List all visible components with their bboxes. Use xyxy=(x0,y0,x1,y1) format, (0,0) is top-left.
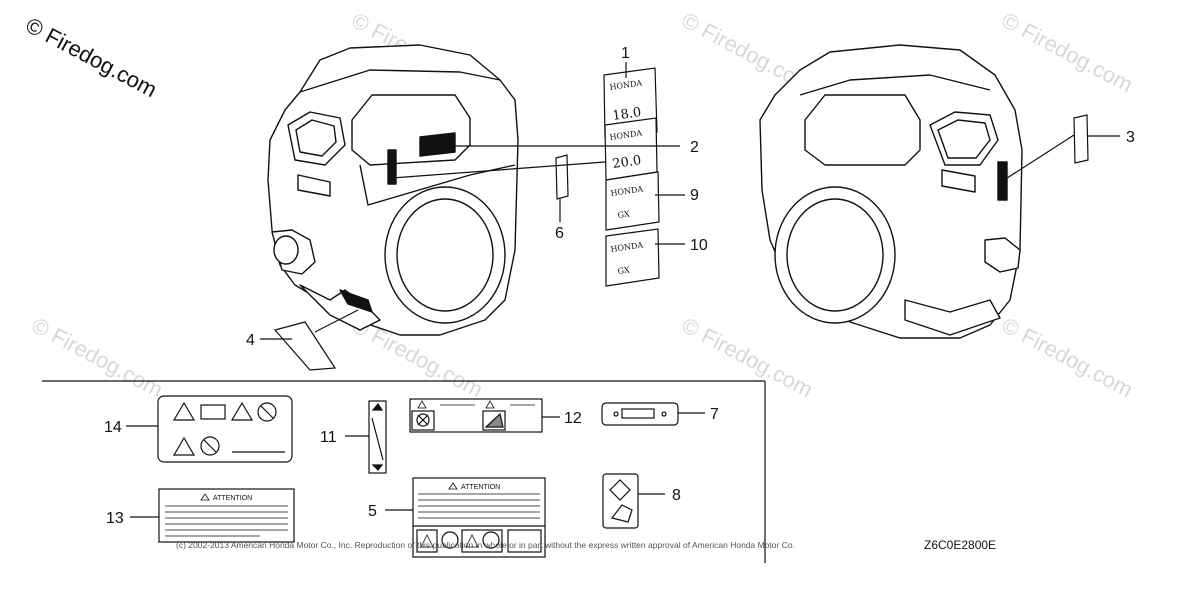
emblem-hp-value: 20.0 xyxy=(611,153,642,172)
emblem-gx-a: HONDA GX xyxy=(605,171,660,231)
callout-3: 3 xyxy=(1126,129,1135,146)
label-part-8 xyxy=(602,473,639,529)
emblem-gx-b: HONDA GX xyxy=(605,228,660,287)
callout-11: 11 xyxy=(320,429,337,446)
emblem-hp-value: 18.0 xyxy=(611,105,642,124)
leader-lines xyxy=(260,62,1120,340)
watermark-faded: © Firedog.com xyxy=(678,312,817,402)
engine-left xyxy=(267,44,519,336)
label-box-frame xyxy=(42,380,766,563)
callout-10: 10 xyxy=(690,237,708,254)
watermark-faded: © Firedog.com xyxy=(998,7,1137,97)
badge-group: HONDA 18.0 HONDA 20.0 HONDA GX HONDA GX xyxy=(603,67,660,287)
callout-2: 2 xyxy=(690,139,699,156)
callout-4: 4 xyxy=(246,332,255,349)
label-part-14 xyxy=(157,395,293,463)
label-part-7 xyxy=(601,402,679,426)
emblem-model-text: GX xyxy=(617,209,631,220)
callout-6: 6 xyxy=(555,225,564,242)
label-part-5 xyxy=(412,477,546,558)
callout-9: 9 xyxy=(690,187,699,204)
emblem-20hp: HONDA 20.0 xyxy=(604,117,658,181)
label-part-11 xyxy=(368,400,387,474)
engine-right xyxy=(759,44,1023,339)
label-part-4 xyxy=(273,321,337,371)
callout-14: 14 xyxy=(104,419,122,436)
watermark-faded: © Firedog.com xyxy=(28,312,167,402)
callout-13: 13 xyxy=(106,510,124,527)
brand-watermark: © Firedog.com xyxy=(22,12,161,102)
label-part-12 xyxy=(409,398,543,433)
label-part-13 xyxy=(158,488,295,543)
callout-12: 12 xyxy=(564,410,582,427)
watermark-faded: © Firedog.com xyxy=(998,312,1137,402)
copyright-notice: (c) 2002-2013 American Honda Motor Co., … xyxy=(176,540,795,550)
callout-1: 1 xyxy=(621,45,630,62)
label-5-attention: ATTENTION xyxy=(461,484,500,491)
emblem-model-text: GX xyxy=(617,265,631,276)
label-part-3 xyxy=(1073,114,1089,164)
label-part-6 xyxy=(555,154,569,200)
callout-5: 5 xyxy=(368,503,377,520)
diagram-code: Z6C0E2800E xyxy=(924,538,996,552)
label-13-attention: ATTENTION xyxy=(213,495,252,502)
callout-7: 7 xyxy=(710,406,719,423)
callout-8: 8 xyxy=(672,487,681,504)
